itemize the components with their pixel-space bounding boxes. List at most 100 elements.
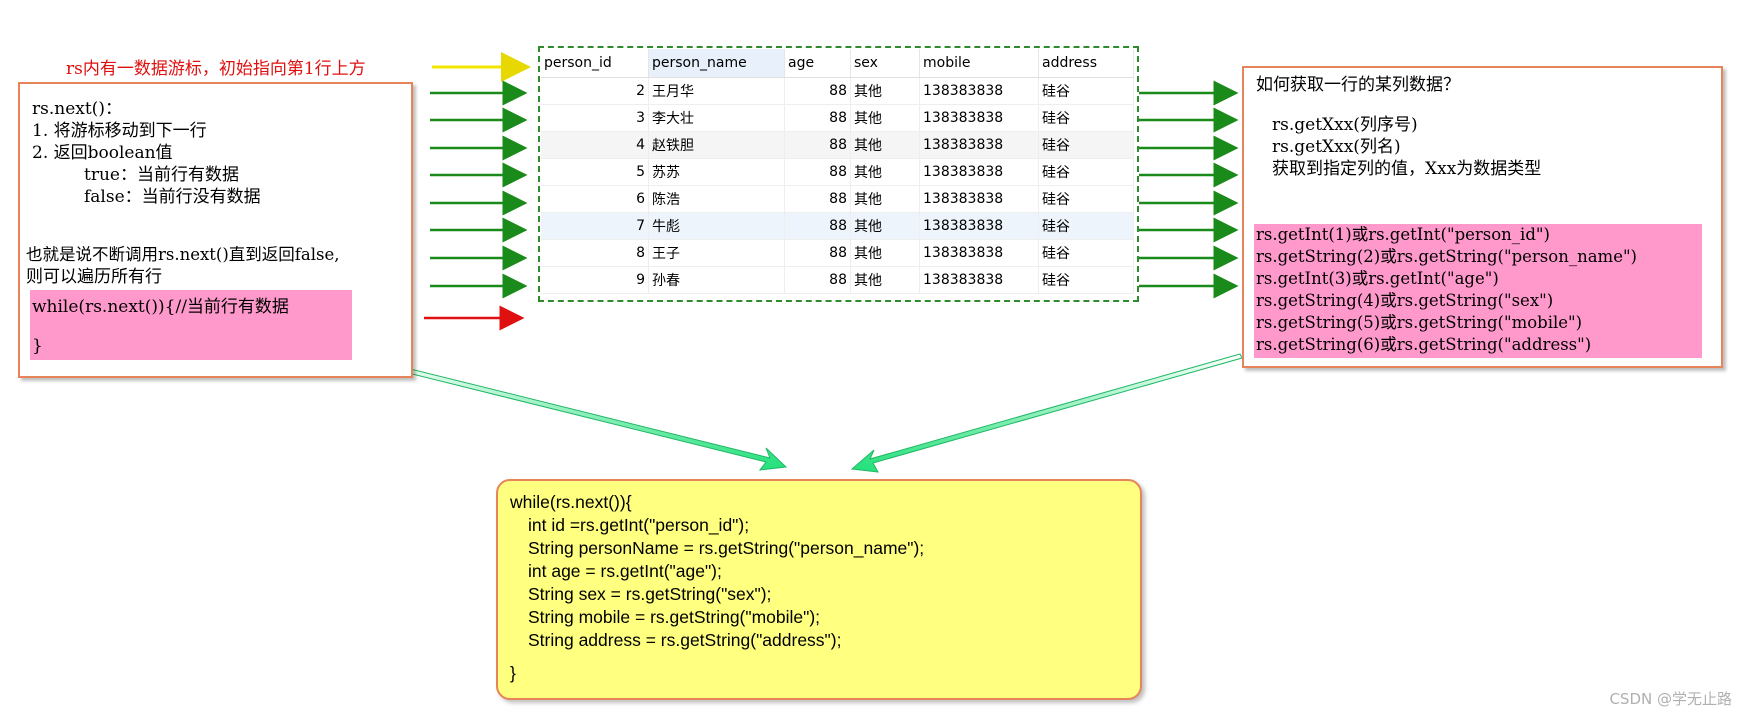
table-row: 7 牛彪 88 其他 138383838 硅谷: [541, 212, 1134, 240]
cell-address: 硅谷: [1038, 239, 1134, 267]
cell-person-id: 4: [541, 131, 649, 159]
getter-line: rs.getString(6)或rs.getString("address"): [1256, 335, 1592, 354]
cell-age: 88: [784, 158, 851, 186]
cell-sex: 其他: [850, 131, 920, 159]
loop-note-2: 则可以遍历所有行: [26, 267, 162, 287]
step-2: 2. 返回boolean值: [32, 143, 173, 163]
get-column-box: 如何获取一行的某列数据？ rs.getXxx(列序号) rs.getXxx(列名…: [1242, 66, 1723, 368]
table-row: 3 李大壮 88 其他 138383838 硅谷: [541, 104, 1134, 132]
cell-person-name: 赵铁胆: [648, 131, 785, 159]
col-address: address: [1038, 49, 1134, 78]
table-row: 9 孙春 88 其他 138383838 硅谷: [541, 266, 1134, 294]
cell-mobile: 138383838: [919, 212, 1039, 240]
cell-age: 88: [784, 185, 851, 213]
col-mobile: mobile: [919, 49, 1039, 78]
cell-address: 硅谷: [1038, 266, 1134, 294]
cursor-note: rs内有一数据游标，初始指向第1行上方: [66, 59, 366, 79]
col-person-id: person_id: [541, 49, 649, 78]
code-line: String address = rs.getString("address")…: [528, 630, 842, 650]
cell-sex: 其他: [850, 158, 920, 186]
get-by-index: rs.getXxx(列序号): [1272, 115, 1418, 135]
cell-person-name: 牛彪: [648, 212, 785, 240]
next-explanation-box: rs.next()： 1. 将游标移动到下一行 2. 返回boolean值 tr…: [18, 82, 413, 378]
cell-age: 88: [784, 77, 851, 105]
left-row-arrows: [430, 80, 528, 299]
cell-age: 88: [784, 131, 851, 159]
result-set-table: person_id person_name age sex mobile add…: [538, 46, 1139, 302]
loop-note-1: 也就是说不断调用rs.next()直到返回false,: [26, 245, 340, 264]
getter-line: rs.getString(4)或rs.getString("sex"): [1256, 291, 1554, 310]
cell-person-id: 5: [541, 158, 649, 186]
col-person-name: person_name: [648, 49, 785, 78]
cell-mobile: 138383838: [919, 77, 1039, 105]
table-row: 2 王月华 88 其他 138383838 硅谷: [541, 77, 1134, 105]
get-column-title: 如何获取一行的某列数据？: [1256, 75, 1460, 95]
cell-address: 硅谷: [1038, 212, 1134, 240]
getter-line: rs.getString(5)或rs.getString("mobile"): [1256, 313, 1583, 332]
cell-address: 硅谷: [1038, 77, 1134, 105]
cell-sex: 其他: [850, 185, 920, 213]
code-line: int age = rs.getInt("age");: [528, 561, 722, 581]
while-close: }: [32, 336, 43, 356]
cell-age: 88: [784, 104, 851, 132]
big-arrow-left: [359, 356, 788, 471]
cell-address: 硅谷: [1038, 185, 1134, 213]
cell-sex: 其他: [850, 77, 920, 105]
cell-person-id: 3: [541, 104, 649, 132]
getter-line: rs.getString(2)或rs.getString("person_nam…: [1256, 247, 1637, 266]
cell-person-id: 8: [541, 239, 649, 267]
code-line: }: [510, 663, 516, 683]
cell-person-id: 2: [541, 77, 649, 105]
cell-age: 88: [784, 239, 851, 267]
true-note: true：当前行有数据: [84, 165, 239, 185]
cell-address: 硅谷: [1038, 158, 1134, 186]
cell-person-id: 9: [541, 266, 649, 294]
while-snippet: while(rs.next()){//当前行有数据 }: [30, 290, 352, 360]
code-line: String mobile = rs.getString("mobile");: [528, 607, 821, 627]
step-1: 1. 将游标移动到下一行: [32, 121, 207, 141]
cell-person-name: 王子: [648, 239, 785, 267]
cell-sex: 其他: [850, 104, 920, 132]
code-line: String sex = rs.getString("sex");: [528, 584, 772, 604]
cell-person-name: 陈浩: [648, 185, 785, 213]
cell-sex: 其他: [850, 212, 920, 240]
code-line: int id =rs.getInt("person_id");: [528, 515, 750, 535]
loop-code-box: while(rs.next()){ int id =rs.getInt("per…: [496, 479, 1142, 700]
watermark: CSDN @学无止路: [1609, 690, 1732, 708]
cell-person-id: 7: [541, 212, 649, 240]
cell-sex: 其他: [850, 239, 920, 267]
table-row: 5 苏苏 88 其他 138383838 硅谷: [541, 158, 1134, 186]
code-line: while(rs.next()){: [510, 492, 632, 512]
table-row: 8 王子 88 其他 138383838 硅谷: [541, 239, 1134, 267]
code-line: String personName = rs.getString("person…: [528, 538, 925, 558]
cell-mobile: 138383838: [919, 266, 1039, 294]
col-age: age: [784, 49, 851, 78]
cell-mobile: 138383838: [919, 185, 1039, 213]
cell-address: 硅谷: [1038, 131, 1134, 159]
getter-line: rs.getInt(1)或rs.getInt("person_id"): [1256, 225, 1550, 244]
getter-examples: rs.getInt(1)或rs.getInt("person_id") rs.g…: [1254, 224, 1702, 358]
table-row: 4 赵铁胆 88 其他 138383838 硅谷: [541, 131, 1134, 159]
table-header: person_id person_name age sex mobile add…: [541, 49, 1134, 78]
cell-mobile: 138383838: [919, 239, 1039, 267]
next-title: rs.next()：: [32, 99, 122, 119]
cell-address: 硅谷: [1038, 104, 1134, 132]
right-row-arrows: [1138, 80, 1239, 299]
cell-mobile: 138383838: [919, 131, 1039, 159]
cell-person-name: 孙春: [648, 266, 785, 294]
cell-age: 88: [784, 212, 851, 240]
cell-mobile: 138383838: [919, 158, 1039, 186]
cell-sex: 其他: [850, 266, 920, 294]
false-note: false：当前行没有数据: [84, 187, 261, 207]
while-line: while(rs.next()){//当前行有数据: [32, 297, 289, 317]
get-by-name: rs.getXxx(列名): [1272, 137, 1401, 157]
col-sex: sex: [850, 49, 920, 78]
cell-person-name: 王月华: [648, 77, 785, 105]
cell-person-name: 李大壮: [648, 104, 785, 132]
cell-person-name: 苏苏: [648, 158, 785, 186]
cell-person-id: 6: [541, 185, 649, 213]
big-arrow-right: [850, 353, 1243, 473]
getter-line: rs.getInt(3)或rs.getInt("age"): [1256, 269, 1499, 288]
cell-mobile: 138383838: [919, 104, 1039, 132]
